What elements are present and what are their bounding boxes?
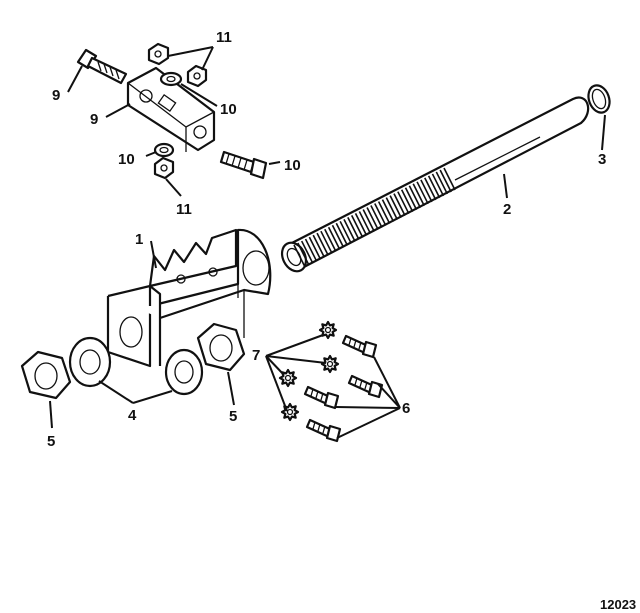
lock-washer-left	[68, 336, 112, 388]
washer-bottom	[153, 142, 175, 158]
screw	[305, 418, 342, 443]
leader-lines	[49, 46, 606, 439]
callout-3: 3	[598, 151, 606, 168]
nut-top-left	[147, 42, 170, 66]
callout-1: 1	[135, 231, 143, 248]
reference-number: 12023	[600, 597, 636, 612]
jam-nut-left	[20, 350, 72, 400]
callout-2: 2	[503, 201, 511, 218]
callout-11-bottom: 11	[176, 201, 192, 218]
lock-washer-right	[164, 348, 204, 396]
callout-6: 6	[402, 400, 410, 417]
callout-11-top: 11	[216, 29, 232, 46]
callout-10-bottom: 10	[118, 151, 135, 168]
star-washer	[320, 354, 340, 374]
callout-4: 4	[128, 407, 137, 424]
callout-10-top: 10	[220, 101, 237, 118]
callout-9-right: 10	[284, 157, 301, 174]
nut-bottom	[153, 156, 175, 180]
callout-5-left: 5	[47, 433, 55, 450]
callout-5-right: 5	[229, 408, 237, 425]
tube-threads	[293, 167, 456, 268]
snap-ring	[587, 84, 611, 114]
screw	[347, 374, 384, 399]
screw	[303, 385, 340, 410]
callout-8: 9	[90, 111, 98, 128]
washer-top	[159, 71, 183, 87]
callout-9-left: 9	[52, 87, 60, 104]
screw-set	[278, 320, 384, 443]
nut-top-right	[186, 64, 208, 88]
jam-nut-right	[196, 322, 246, 372]
mounting-bracket	[106, 228, 272, 368]
callout-labels: 11 9 10 9 10 10 11 1 2 3 4 5 5 6 7 12023	[47, 29, 636, 612]
screw	[341, 334, 378, 359]
star-washer	[318, 320, 338, 340]
clamp-bolt-lower	[219, 150, 268, 180]
callout-7: 7	[252, 347, 260, 364]
threaded-tube	[280, 96, 590, 273]
clamp-bolt-upper	[76, 48, 128, 85]
